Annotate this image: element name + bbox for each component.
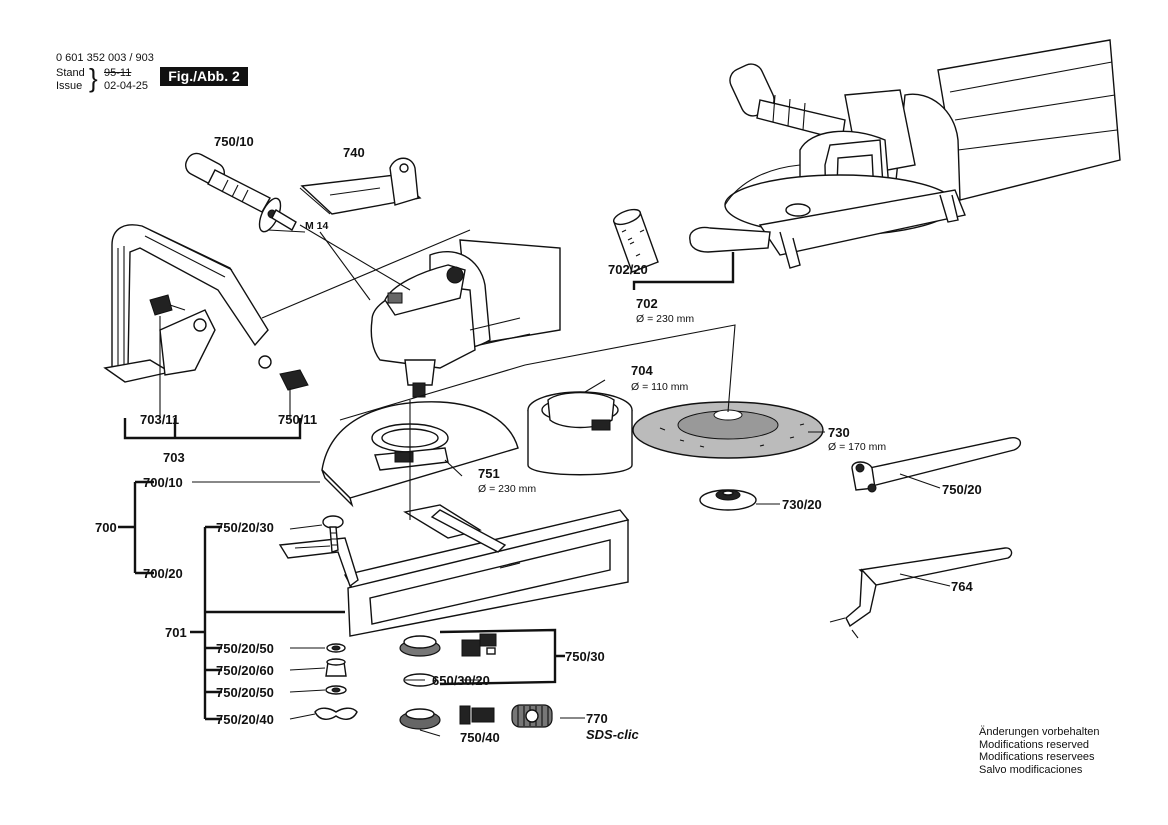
label-750-20-50-lower: 750/20/50 — [216, 685, 274, 700]
label-700: 700 — [95, 520, 117, 535]
label-650-30-20: 650/30/20 — [432, 673, 490, 688]
label-703: 703 — [163, 450, 185, 465]
grinder-exploded-drawing — [370, 239, 561, 398]
label-750-20-30: 750/20/30 — [216, 520, 274, 535]
label-m14: M 14 — [305, 220, 329, 232]
label-770: 770 — [586, 711, 608, 726]
label-764: 764 — [951, 579, 973, 594]
part-702-20-brush-cylinder — [612, 208, 659, 273]
leader-lines — [118, 187, 951, 737]
parts-750-20-screws-nuts — [314, 515, 358, 720]
stand-value: 95-11 — [104, 67, 132, 79]
label-751: 751 — [478, 466, 500, 481]
label-730: 730 — [828, 425, 850, 440]
stand-label: Stand — [56, 67, 85, 79]
note-line-es: Salvo modificaciones — [979, 763, 1083, 776]
label-700-20: 700/20 — [143, 566, 183, 581]
note-line-de: Änderungen vorbehalten — [979, 726, 1100, 738]
label-750-20-50-upper: 750/20/50 — [216, 641, 274, 656]
label-750-40: 750/40 — [460, 730, 500, 745]
label-sds-clic: SDS-clic — [586, 727, 640, 742]
label-702-20: 702/20 — [608, 262, 648, 277]
part-740-bracket — [300, 157, 422, 215]
part-704-cup-guard — [527, 391, 633, 476]
label-750-20: 750/20 — [942, 482, 982, 497]
label-750-20-60: 750/20/60 — [216, 663, 274, 678]
label-730-20: 730/20 — [782, 497, 822, 512]
label-750-11: 750/11 — [278, 412, 317, 427]
label-702-diameter: Ø = 230 mm — [636, 313, 694, 325]
part-750-30-flange-nut — [399, 633, 553, 730]
label-750-10: 750/10 — [214, 134, 254, 149]
part-764-pin-wrench — [829, 547, 1013, 639]
figure-label: Fig./Abb. 2 — [160, 67, 248, 86]
part-730-20-flange — [699, 489, 757, 511]
part-703-guard-bow — [103, 224, 309, 391]
label-704: 704 — [631, 363, 653, 378]
label-702: 702 — [636, 296, 658, 311]
grinder-assembled-drawing — [689, 39, 1121, 269]
brace-symbol: } — [89, 63, 98, 93]
label-730-diameter: Ø = 170 mm — [828, 441, 886, 453]
label-740: 740 — [343, 145, 365, 160]
label-751-diameter: Ø = 230 mm — [478, 483, 536, 495]
label-704-diameter: Ø = 110 mm — [631, 381, 689, 393]
part-730-grinding-disc — [632, 401, 824, 459]
issue-value: 02-04-25 — [104, 80, 149, 92]
label-750-20-40: 750/20/40 — [216, 712, 274, 727]
note-line-en: Modifications reserved — [979, 738, 1090, 751]
label-750-30: 750/30 — [565, 649, 605, 664]
label-700-10: 700/10 — [143, 475, 183, 490]
note-line-fr: Modifications reservees — [979, 751, 1095, 763]
modifications-note: Änderungen vorbehalten Modifications res… — [979, 726, 1099, 776]
document-number: 0 601 352 003 / 903 — [56, 52, 154, 64]
label-703-11: 703/11 — [140, 412, 179, 427]
issue-label: Issue — [56, 80, 83, 92]
label-701: 701 — [165, 625, 187, 640]
part-750-10-side-handle — [185, 152, 297, 233]
